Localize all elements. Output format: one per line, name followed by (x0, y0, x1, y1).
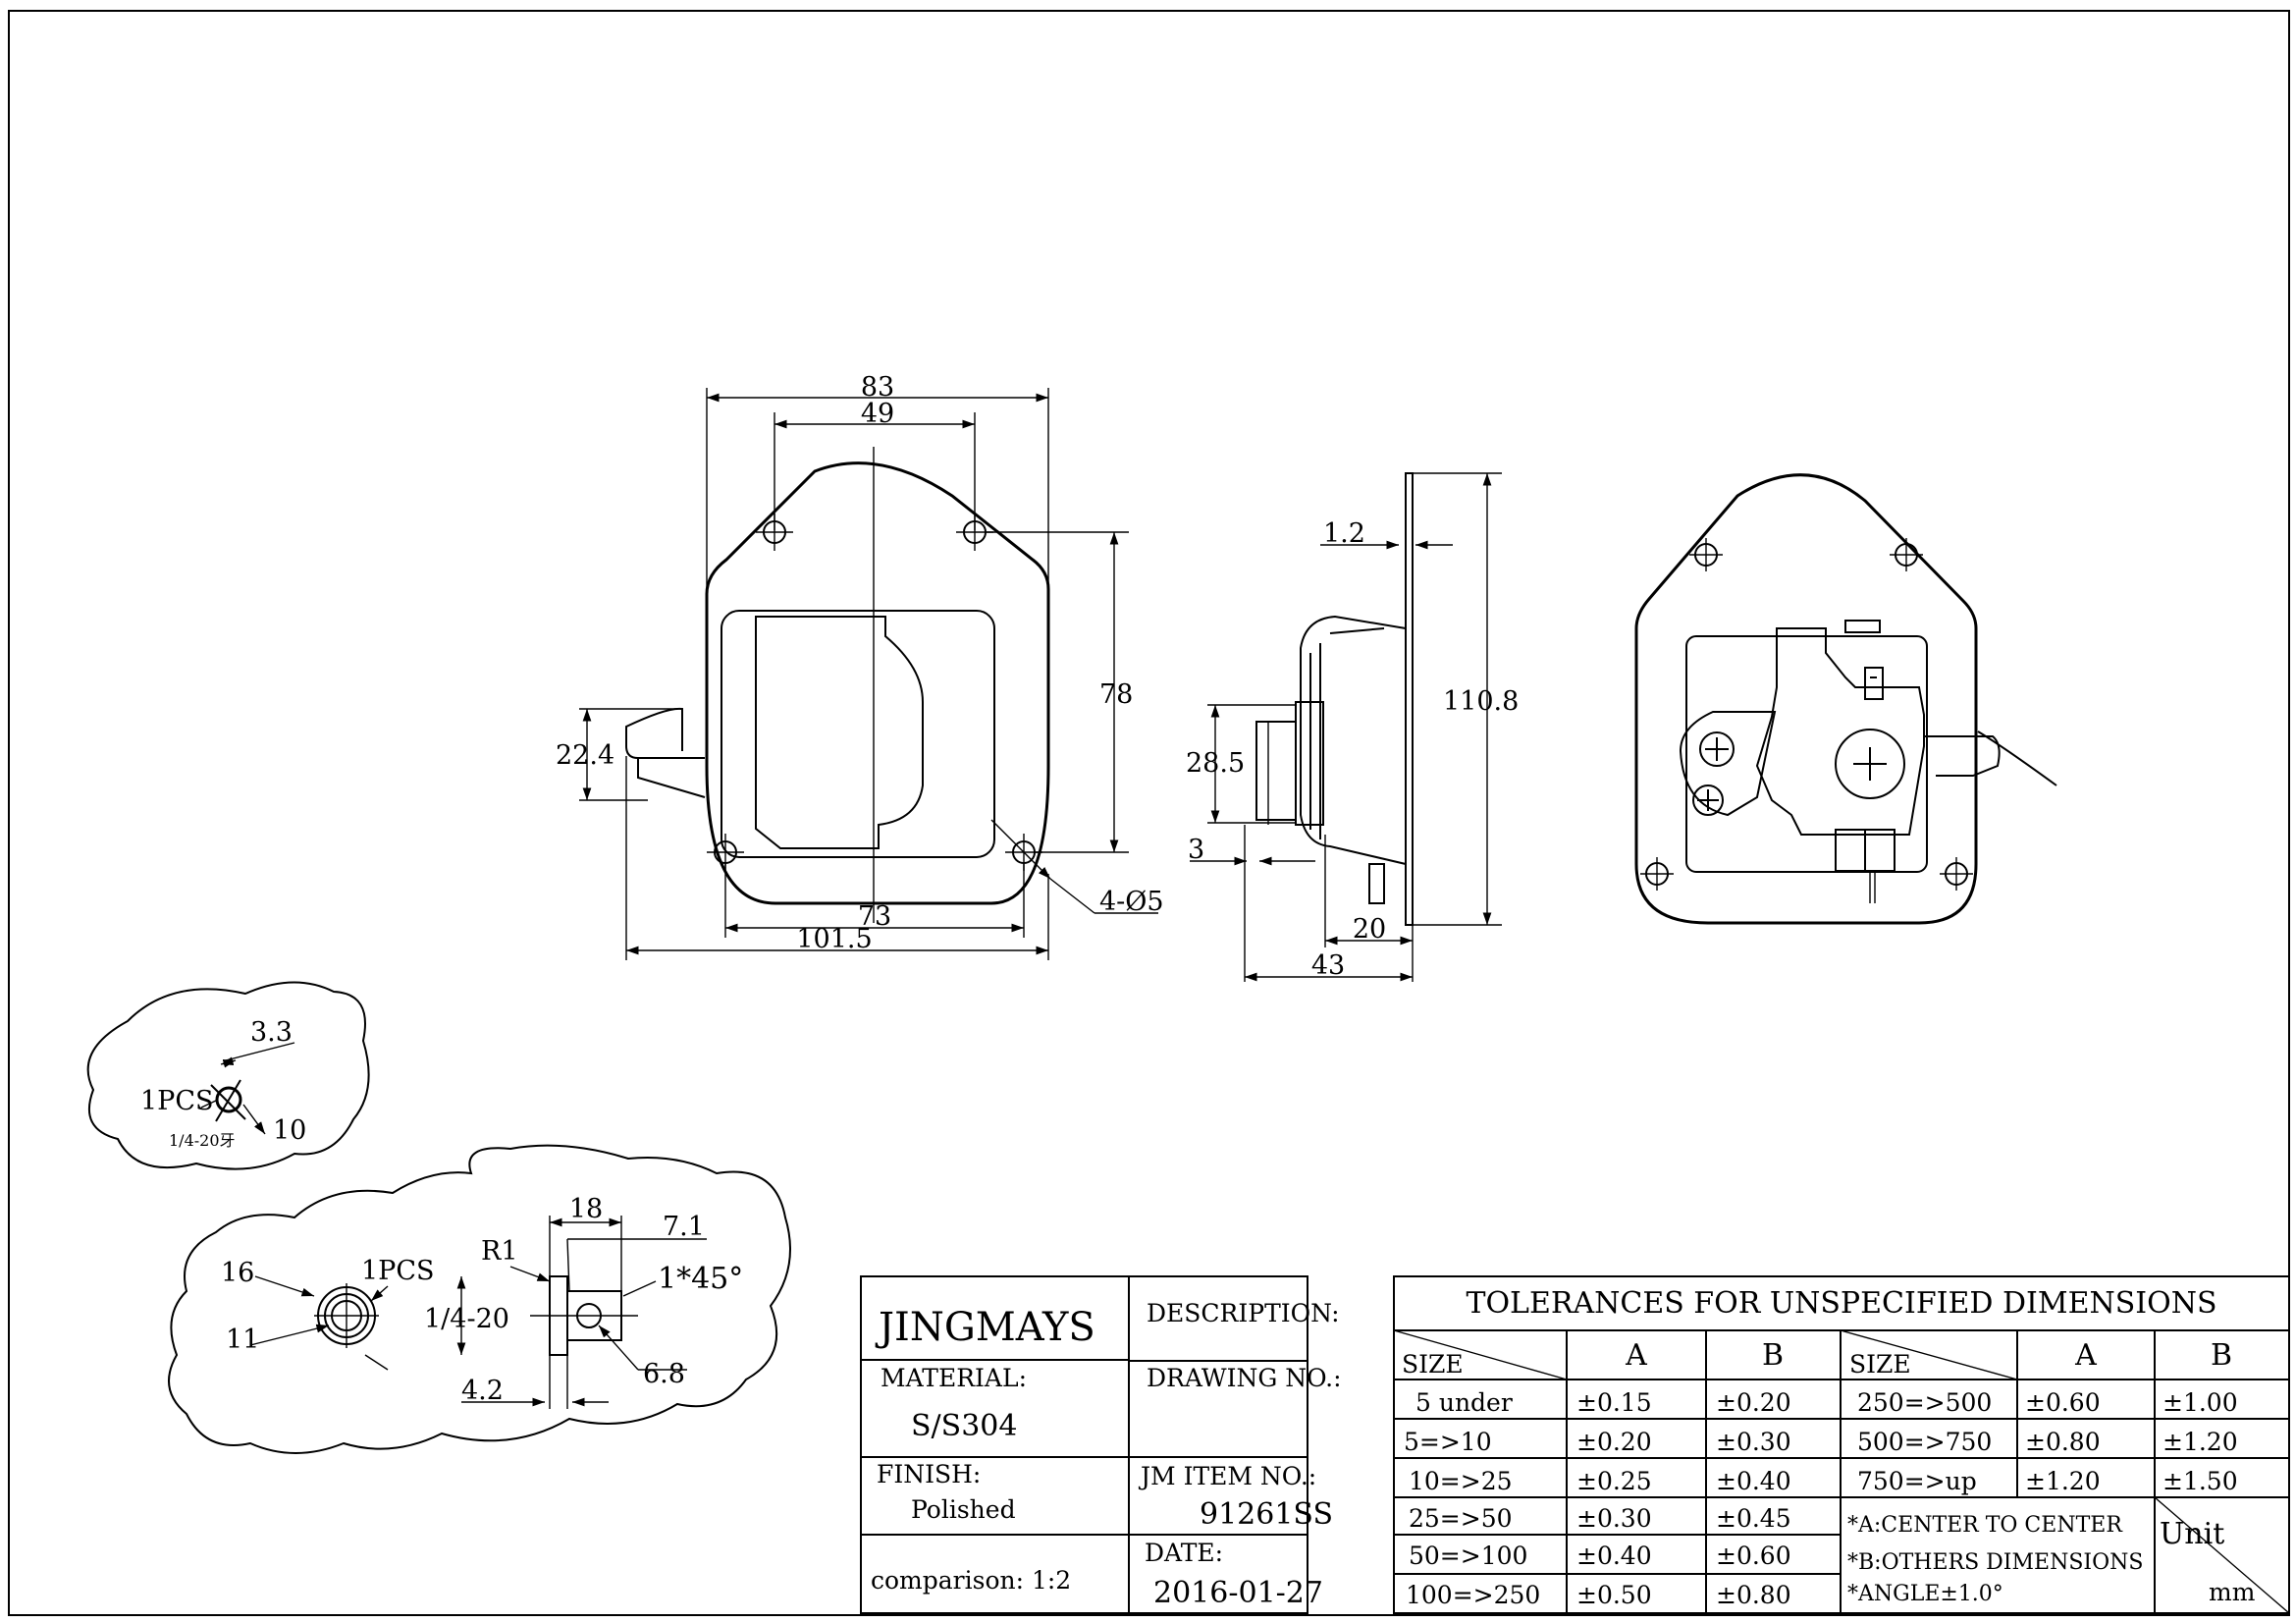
table-row: ±1.20 (2163, 1428, 2238, 1456)
left-rows: 5 under ±0.15 ±0.20 5=>10 ±0.20 ±0.30 10… (1404, 1388, 1791, 1609)
dim-flange-thickness: 1.2 (1323, 518, 1365, 549)
dim-boss-height: 28.5 (1186, 748, 1245, 779)
table-row: 250=>500 (1857, 1388, 1992, 1417)
dim-latch-height: 22.4 (556, 740, 614, 771)
rear-view (1634, 473, 2057, 925)
table-row: ±0.20 (1716, 1388, 1791, 1417)
table-row: ±0.60 (1716, 1542, 1791, 1570)
dim-hole-callout: 4-Ø5 (1099, 887, 1164, 917)
dim-depth-overall: 43 (1311, 950, 1345, 981)
detail-nut: 3.3 1PCS 1/4-20牙 10 (86, 981, 370, 1170)
table-row: ±0.25 (1576, 1467, 1652, 1495)
table-row: ±0.50 (1576, 1581, 1652, 1609)
table-row: ±0.30 (1716, 1428, 1791, 1456)
bolt-dim-step: 4.2 (461, 1376, 504, 1406)
unit-value: mm (2209, 1578, 2256, 1606)
table-row: 500=>750 (1857, 1428, 1992, 1456)
dim-width-overall: 83 (861, 372, 894, 403)
dim-hole-spacing-bottom: 73 (858, 901, 891, 932)
drawing-no-label: DRAWING NO.: (1147, 1364, 1342, 1392)
date-value: 2016-01-27 (1153, 1576, 1323, 1610)
bolt-radius: R1 (481, 1236, 518, 1267)
bolt-dim-length: 18 (569, 1194, 603, 1224)
nut-dim-width: 3.3 (250, 1017, 293, 1048)
col-b-right: B (2211, 1338, 2232, 1373)
item-no-value: 91261SS (1200, 1497, 1333, 1532)
bolt-dim-outer: 16 (221, 1258, 254, 1288)
table-row: 25=>50 (1409, 1504, 1513, 1533)
finish-value: Polished (911, 1495, 1016, 1524)
table-row: ±0.40 (1576, 1542, 1652, 1570)
note-angle: *ANGLE±1.0° (1847, 1582, 2003, 1606)
table-row: ±0.15 (1576, 1388, 1652, 1417)
date-label: DATE: (1145, 1539, 1223, 1567)
col-b-left: B (1762, 1338, 1784, 1373)
col-a-left: A (1625, 1338, 1647, 1373)
table-row: 5 under (1415, 1388, 1513, 1417)
material-label: MATERIAL: (881, 1364, 1027, 1392)
table-row: ±0.80 (2025, 1428, 2101, 1456)
table-row: ±0.20 (1576, 1428, 1652, 1456)
table-row: 100=>250 (1406, 1581, 1540, 1609)
title-block: JINGMAYS DESCRIPTION: MATERIAL: S/S304 D… (860, 1275, 1342, 1614)
dim-overall-height: 110.8 (1443, 686, 1519, 717)
bolt-dim-inner: 11 (226, 1325, 259, 1355)
description-label: DESCRIPTION: (1147, 1299, 1340, 1327)
dim-width-with-latch: 101.5 (796, 924, 872, 954)
comparison-scale: comparison: 1:2 (871, 1566, 1071, 1595)
side-view: 110.8 1.2 28.5 3 20 43 (1186, 472, 1519, 982)
unit-label: Unit (2160, 1517, 2224, 1551)
table-row: 50=>100 (1409, 1542, 1527, 1570)
col-size-left: SIZE (1402, 1350, 1464, 1379)
table-row: ±0.45 (1716, 1504, 1791, 1533)
nut-thread: 1/4-20牙 (169, 1131, 236, 1150)
dim-height-holes: 78 (1099, 679, 1133, 710)
note-others: *B:OTHERS DIMENSIONS (1847, 1550, 2143, 1575)
bolt-qty: 1PCS (361, 1256, 435, 1286)
right-rows: 250=>500 ±0.60 ±1.00 500=>750 ±0.80 ±1.2… (1857, 1388, 2238, 1495)
table-row: ±1.50 (2163, 1467, 2238, 1495)
bolt-chamfer: 1*45° (658, 1262, 743, 1296)
dim-depth-body: 20 (1353, 914, 1386, 945)
material-value: S/S304 (911, 1409, 1017, 1443)
tolerance-table: TOLERANCES FOR UNSPECIFIED DIMENSIONS SI… (1393, 1275, 2290, 1614)
table-row: 10=>25 (1409, 1467, 1513, 1495)
bolt-dim-hole: 6.8 (643, 1359, 685, 1389)
table-row: ±0.30 (1576, 1504, 1652, 1533)
finish-label: FINISH: (877, 1460, 981, 1488)
col-a-right: A (2074, 1338, 2097, 1373)
table-row: ±1.20 (2025, 1467, 2101, 1495)
table-row: ±1.00 (2163, 1388, 2238, 1417)
item-no-label: JM ITEM NO.: (1138, 1462, 1316, 1490)
tolerance-title: TOLERANCES FOR UNSPECIFIED DIMENSIONS (1466, 1286, 2216, 1321)
col-size-right: SIZE (1849, 1350, 1911, 1379)
note-center: *A:CENTER TO CENTER (1847, 1513, 2123, 1538)
dim-offset: 3 (1188, 835, 1204, 865)
sheet-border (8, 10, 2290, 1616)
table-row: 750=>up (1857, 1467, 1977, 1495)
dim-hole-spacing-top: 49 (861, 399, 894, 429)
table-row: ±0.80 (1716, 1581, 1791, 1609)
nut-dim-size: 10 (273, 1115, 306, 1146)
table-row: ±0.60 (2025, 1388, 2101, 1417)
bolt-thread: 1/4-20 (424, 1304, 509, 1334)
table-row: 5=>10 (1404, 1428, 1492, 1456)
nut-qty: 1PCS (140, 1086, 214, 1116)
table-row: ±0.40 (1716, 1467, 1791, 1495)
company-name: JINGMAYS (875, 1305, 1095, 1350)
detail-bolt: 16 11 1PCS 18 7.1 R1 1*45° 1/4-20 6.8 4.… (168, 1144, 791, 1454)
front-view: 83 49 78 22.4 73 101.5 4-Ø5 (556, 372, 1164, 960)
bolt-dim-head: 7.1 (663, 1212, 705, 1242)
